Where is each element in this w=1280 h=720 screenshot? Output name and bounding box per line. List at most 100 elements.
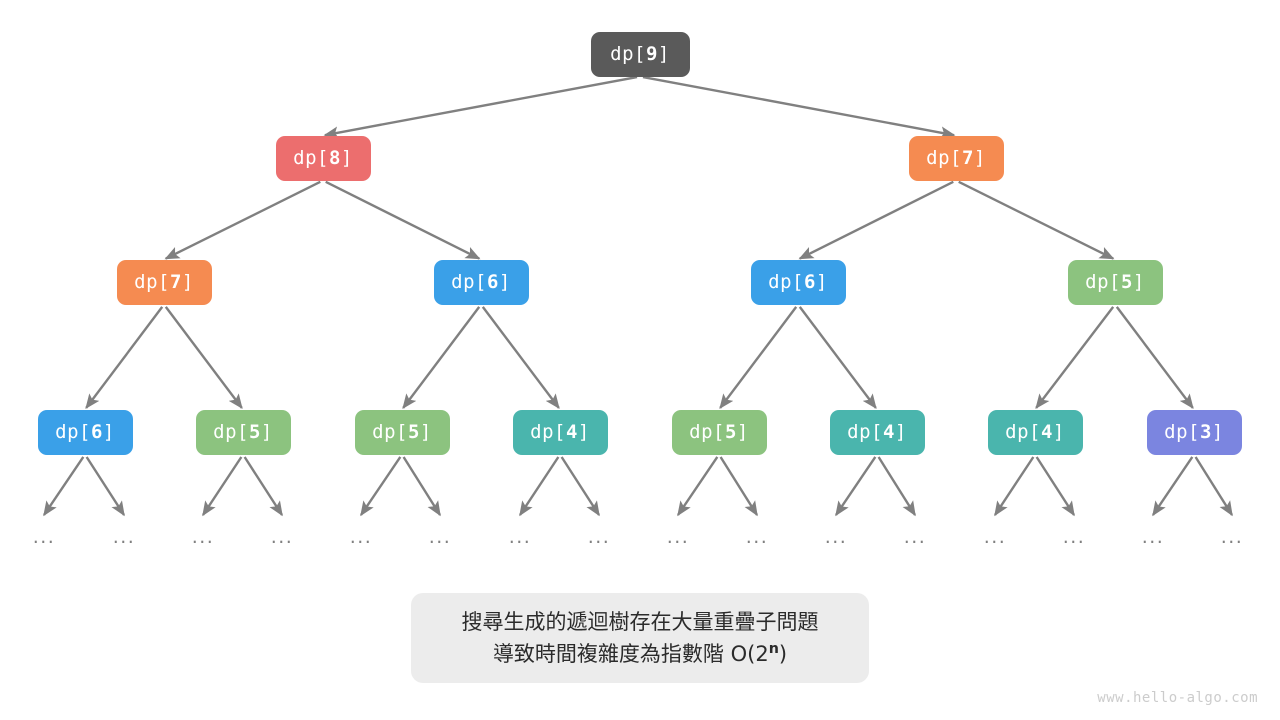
tree-edge [402, 306, 481, 410]
node-suffix: ] [973, 147, 986, 169]
node-index: 5 [248, 421, 261, 443]
tree-edge [1115, 306, 1194, 410]
tree-edge [325, 180, 481, 260]
ellipsis-marker: ... [508, 526, 532, 548]
tree-node-dp-5: dp[5] [671, 409, 767, 455]
node-index: 6 [803, 271, 816, 293]
tree-edge [958, 180, 1115, 260]
tree-node-dp-4: dp[4] [512, 409, 608, 455]
node-suffix: ] [657, 43, 670, 65]
node-prefix: dp[ [1085, 271, 1121, 293]
caption-line-1: 搜尋生成的遞迴樹存在大量重疊子問題 [461, 610, 819, 634]
node-index: 5 [1120, 271, 1133, 293]
tree-node-dp-7: dp[7] [116, 259, 212, 305]
tree-edge [719, 306, 798, 410]
tree-node-dp-5: dp[5] [1067, 259, 1163, 305]
node-suffix: ] [181, 271, 194, 293]
node-index: 3 [1199, 421, 1212, 443]
node-prefix: dp[ [530, 421, 566, 443]
tree-edge-stub [85, 456, 126, 517]
node-index: 9 [645, 43, 658, 65]
watermark: www.hello-algo.com [1097, 690, 1258, 706]
node-suffix: ] [1132, 271, 1145, 293]
tree-edge-stub [518, 456, 560, 517]
tree-edge-stub [360, 456, 402, 517]
caption-box: 搜尋生成的遞迴樹存在大量重疊子問題 導致時間複雜度為指數階 O(2n) [411, 593, 869, 683]
tree-edge-stub [1035, 456, 1076, 517]
tree-edge-stub [835, 456, 877, 517]
node-suffix: ] [815, 271, 828, 293]
tree-edge-stub [43, 456, 85, 517]
ellipsis-marker: ... [32, 526, 56, 548]
tree-edge-stub [993, 456, 1035, 517]
tree-node-dp-6: dp[6] [750, 259, 846, 305]
tree-edge [798, 180, 954, 260]
tree-edge [323, 75, 638, 139]
node-prefix: dp[ [55, 421, 91, 443]
node-prefix: dp[ [926, 147, 962, 169]
ellipsis-marker: ... [112, 526, 136, 548]
tree-edge-stub [560, 456, 601, 517]
node-prefix: dp[ [213, 421, 249, 443]
tree-edge-stub [201, 456, 243, 517]
tree-node-dp-6: dp[6] [37, 409, 133, 455]
node-index: 4 [565, 421, 578, 443]
tree-node-dp-6: dp[6] [433, 259, 529, 305]
ellipsis-marker: ... [983, 526, 1007, 548]
tree-edge [164, 180, 321, 260]
ellipsis-marker: ... [1220, 526, 1244, 548]
node-suffix: ] [894, 421, 907, 443]
node-prefix: dp[ [134, 271, 170, 293]
node-suffix: ] [260, 421, 273, 443]
node-prefix: dp[ [610, 43, 646, 65]
tree-edge-stub [1152, 456, 1194, 517]
tree-edge [85, 306, 164, 410]
tree-node-dp-7: dp[7] [908, 135, 1004, 181]
tree-edge [481, 306, 560, 410]
ellipsis-marker: ... [191, 526, 215, 548]
node-index: 6 [486, 271, 499, 293]
node-suffix: ] [1211, 421, 1224, 443]
ellipsis-marker: ... [1141, 526, 1165, 548]
tree-edge [642, 75, 956, 139]
ellipsis-marker: ... [824, 526, 848, 548]
node-index: 5 [724, 421, 737, 443]
node-index: 6 [90, 421, 103, 443]
ellipsis-marker: ... [1062, 526, 1086, 548]
caption-line-2-text: 導致時間複雜度為指數階 O(2 [492, 642, 769, 666]
tree-edge [1035, 306, 1115, 410]
node-prefix: dp[ [451, 271, 487, 293]
node-prefix: dp[ [293, 147, 329, 169]
node-suffix: ] [419, 421, 432, 443]
caption-line-2: 導致時間複雜度為指數階 O(2n) [493, 638, 787, 670]
node-prefix: dp[ [689, 421, 725, 443]
tree-edge [164, 306, 243, 410]
node-prefix: dp[ [768, 271, 804, 293]
node-index: 8 [328, 147, 341, 169]
tree-edge-stub [677, 456, 719, 517]
tree-node-dp-8: dp[8] [275, 135, 371, 181]
node-index: 7 [961, 147, 974, 169]
node-index: 5 [407, 421, 420, 443]
tree-edge-stub [877, 456, 917, 517]
node-prefix: dp[ [1164, 421, 1200, 443]
tree-node-dp-9: dp[9] [590, 31, 690, 77]
node-suffix: ] [102, 421, 115, 443]
node-prefix: dp[ [847, 421, 883, 443]
node-suffix: ] [577, 421, 590, 443]
tree-node-dp-5: dp[5] [354, 409, 450, 455]
ellipsis-marker: ... [270, 526, 294, 548]
node-index: 4 [882, 421, 895, 443]
ellipsis-marker: ... [666, 526, 690, 548]
caption-exponent: n [768, 641, 779, 657]
ellipsis-marker: ... [903, 526, 927, 548]
tree-node-dp-5: dp[5] [195, 409, 291, 455]
node-prefix: dp[ [372, 421, 408, 443]
node-suffix: ] [1052, 421, 1065, 443]
tree-edge-stub [243, 456, 284, 517]
ellipsis-marker: ... [587, 526, 611, 548]
node-suffix: ] [498, 271, 511, 293]
node-index: 7 [169, 271, 182, 293]
ellipsis-marker: ... [745, 526, 769, 548]
